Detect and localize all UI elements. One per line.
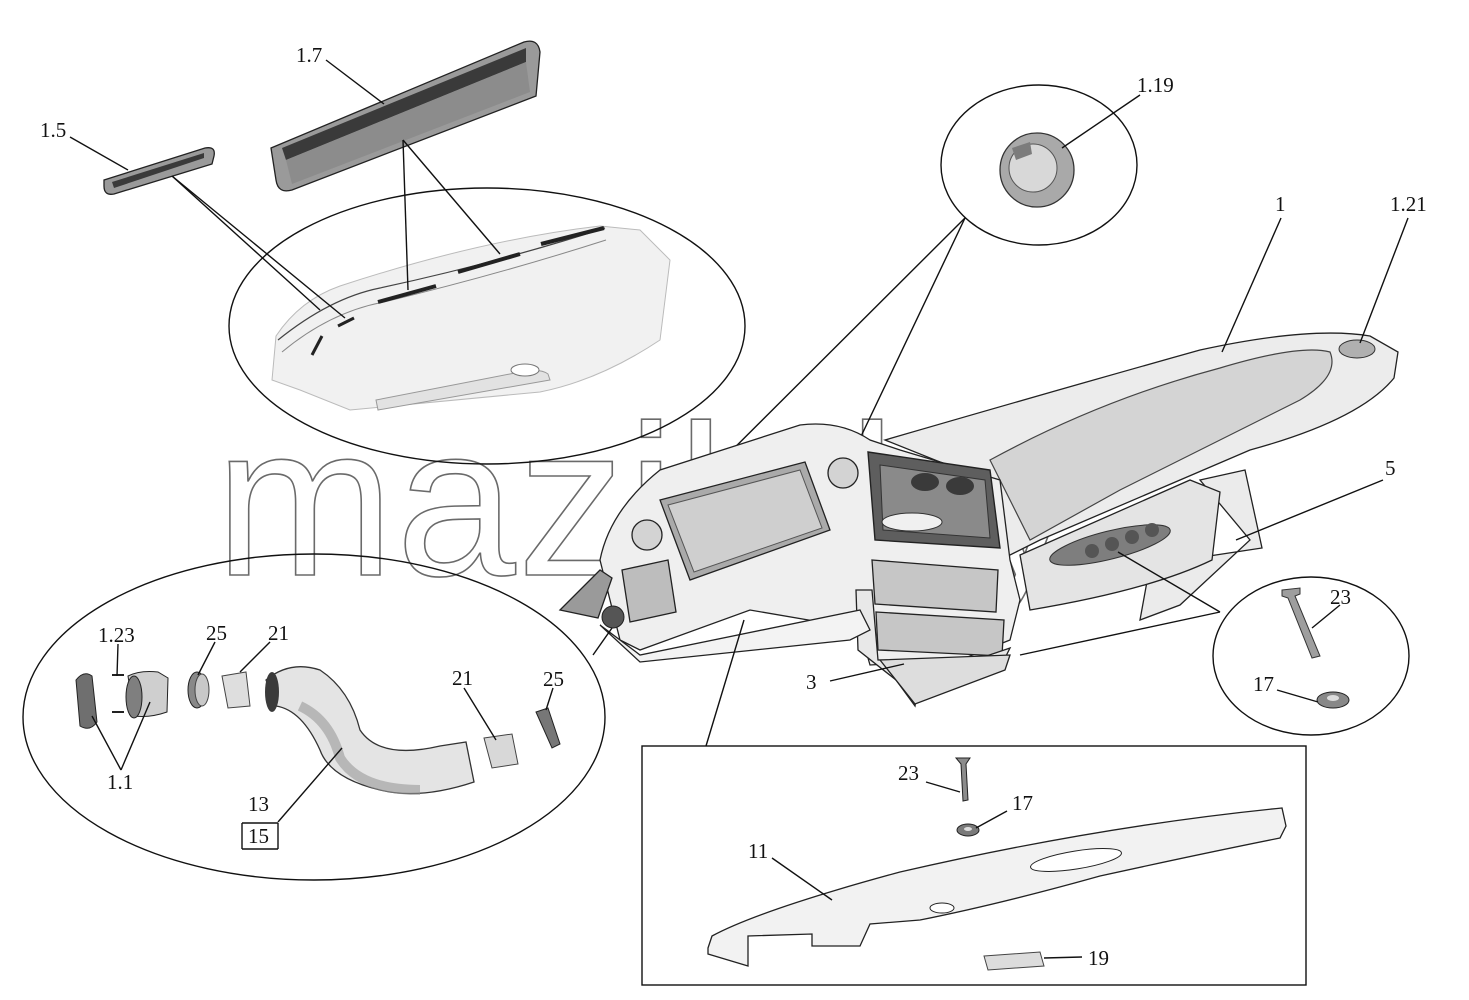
label-5: 5 — [1385, 456, 1396, 480]
detail-1-19 — [647, 84, 1141, 535]
label-25-right: 25 — [543, 667, 564, 691]
label-19: 19 — [1088, 946, 1109, 970]
label-17-circle: 17 — [1253, 672, 1274, 696]
label-1-19: 1.19 — [1137, 73, 1174, 97]
label-1-7: 1.7 — [296, 43, 322, 67]
detail-air-duct — [22, 553, 613, 881]
label-13: 13 — [248, 792, 269, 816]
vent-1-5 — [103, 147, 215, 195]
detail-screw-washer — [1212, 576, 1410, 736]
label-23-circle: 23 — [1330, 585, 1351, 609]
label-17-box: 17 — [1012, 791, 1033, 815]
label-1-23: 1.23 — [98, 623, 135, 647]
callout-labels: 1.5 1.7 1.19 1 1.21 5 3 23 17 1.23 25 21… — [40, 43, 1427, 970]
label-1-1: 1.1 — [107, 770, 133, 794]
leaders-top — [69, 59, 501, 319]
label-3: 3 — [806, 670, 817, 694]
label-1: 1 — [1275, 192, 1286, 216]
vent-1-7 — [270, 40, 541, 192]
label-1-5: 1.5 — [40, 118, 66, 142]
label-23-box: 23 — [898, 761, 919, 785]
label-21-right: 21 — [452, 666, 473, 690]
dashboard-main — [558, 332, 1399, 708]
label-25-left: 25 — [206, 621, 227, 645]
label-15: 15 — [248, 824, 269, 848]
label-1-21: 1.21 — [1390, 192, 1427, 216]
leaders-main — [705, 217, 1409, 747]
label-21-left: 21 — [268, 621, 289, 645]
detail-panel-11 — [641, 745, 1307, 986]
detail-top-vents — [228, 187, 746, 465]
label-11: 11 — [748, 839, 768, 863]
